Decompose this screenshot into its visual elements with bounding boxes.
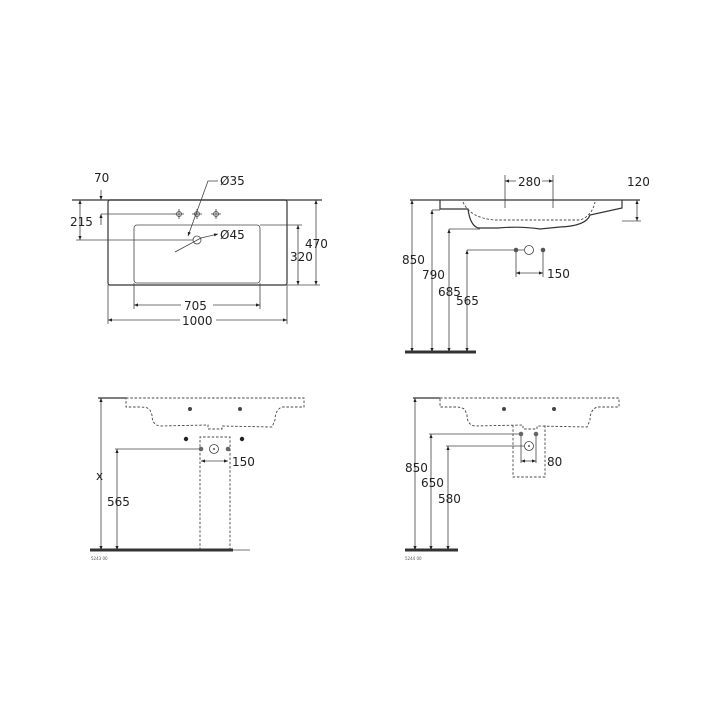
dim-470-label: 470	[305, 237, 328, 251]
dim-80-label: 80	[547, 455, 562, 469]
basin-outline	[439, 397, 620, 430]
dim-705-label: 705	[184, 299, 207, 313]
plan-view: Ø35 Ø45 70 215 320 470 705 1000	[70, 171, 328, 328]
drain-pipe	[524, 245, 534, 255]
dim-70-label: 70	[94, 171, 109, 185]
pedestal-outline	[199, 436, 231, 550]
dim-565-label: 565	[456, 294, 479, 308]
dim-565-label: 565	[107, 495, 130, 509]
basin-outline	[107, 199, 288, 286]
dim-685-label: 685	[438, 285, 461, 299]
dim-1000-label: 1000	[182, 314, 213, 328]
dim-150-label: 150	[232, 455, 255, 469]
dim-120-label: 120	[627, 175, 650, 189]
dim-215-label: 215	[70, 215, 93, 229]
dim-850-label: 850	[405, 461, 428, 475]
bowl-outline	[133, 224, 261, 284]
basin-outline	[125, 397, 305, 430]
side-view: 280 120 850 790 685 565 150	[402, 174, 650, 354]
pedestal-view: x 565 150 5243 00	[90, 397, 305, 561]
semi-pedestal-view: 850 650 580 80 5244 00	[405, 397, 620, 561]
drain-hole-diameter-label: Ø45	[220, 228, 245, 242]
dim-320-label: 320	[290, 250, 313, 264]
basin-profile	[439, 200, 623, 230]
product-code: 5244 00	[405, 556, 422, 561]
dim-280-label: 280	[518, 175, 541, 189]
dim-790-label: 790	[422, 268, 445, 282]
product-code: 5243 00	[91, 556, 108, 561]
tap-holes	[174, 209, 221, 219]
dim-850-label: 850	[402, 253, 425, 267]
semi-pedestal-outline	[512, 425, 546, 478]
tap-hole-diameter-label: Ø35	[220, 174, 245, 188]
dim-650-label: 650	[421, 476, 444, 490]
dim-150-label: 150	[547, 267, 570, 281]
dim-x-label: x	[96, 469, 103, 483]
dim-580-label: 580	[438, 492, 461, 506]
